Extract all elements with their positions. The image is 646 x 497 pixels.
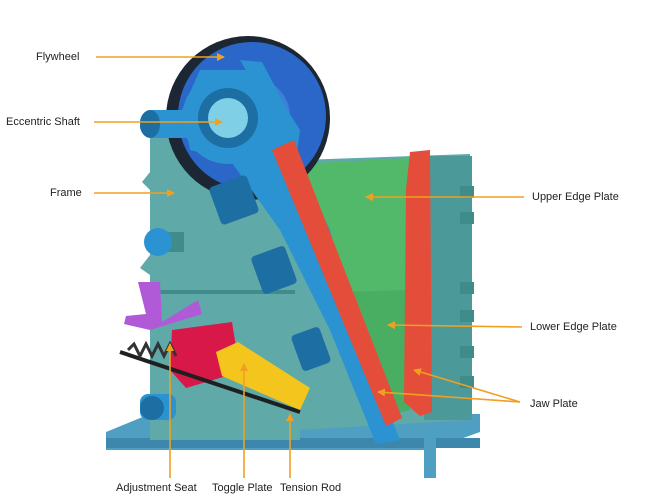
toggle-plate-body <box>216 342 310 410</box>
label-adjustment-seat: Adjustment Seat <box>116 482 197 494</box>
label-eccentric-shaft: Eccentric Shaft <box>6 116 80 128</box>
label-lower-edge-plate: Lower Edge Plate <box>530 321 617 333</box>
arrow-icon <box>377 388 521 403</box>
pitman <box>182 60 400 444</box>
label-toggle-plate: Toggle Plate <box>212 482 273 494</box>
arrow-icon <box>387 321 523 330</box>
fixed-jaw-plate <box>404 150 432 416</box>
wedge-block <box>124 282 202 330</box>
label-jaw-plate: Jaw Plate <box>530 398 578 410</box>
label-upper-edge-plate: Upper Edge Plate <box>532 191 619 203</box>
label-tension-rod: Tension Rod <box>280 482 342 494</box>
arrow-icon <box>413 368 521 403</box>
label-frame: Frame <box>50 187 82 199</box>
label-flywheel: Flywheel <box>36 51 80 63</box>
moving-jaw-plate <box>272 140 402 426</box>
pointer-arrows <box>94 53 524 478</box>
